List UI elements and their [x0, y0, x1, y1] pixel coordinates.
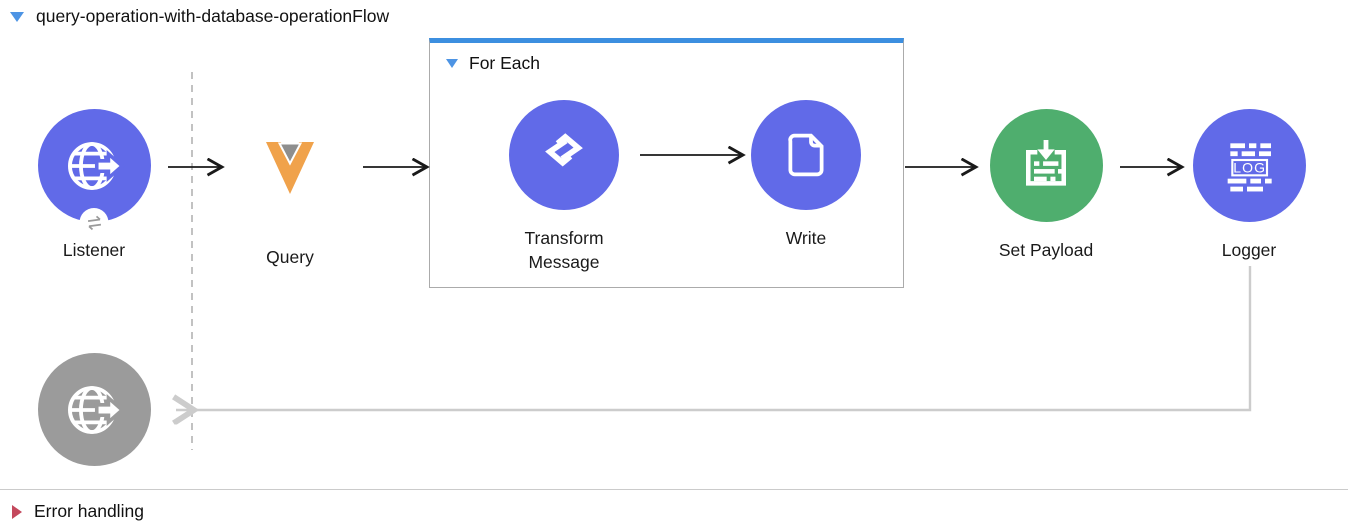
node-label: Set Payload — [998, 240, 1094, 260]
node-error-source[interactable] — [14, 353, 174, 466]
node-label: Transform Message — [524, 228, 604, 272]
transform-circle[interactable] — [509, 100, 619, 210]
flow-header[interactable]: query-operation-with-database-operationF… — [10, 6, 389, 27]
error-handling-label: Error handling — [34, 501, 144, 521]
file-icon — [788, 133, 824, 177]
node-write[interactable]: Write — [726, 100, 886, 250]
dataweave-icon — [545, 133, 583, 167]
triangle-down-icon[interactable] — [446, 59, 458, 68]
foreach-header[interactable]: For Each — [446, 53, 540, 74]
node-query[interactable]: Query — [210, 141, 370, 269]
sync-arrows-icon — [87, 215, 101, 230]
globe-arrow-icon — [68, 141, 125, 190]
error-source-circle[interactable] — [37, 353, 151, 466]
node-label: Write — [785, 228, 827, 248]
globe-arrow-icon — [68, 385, 125, 434]
write-circle[interactable] — [751, 100, 861, 210]
node-logger[interactable]: LOG Logger — [1169, 109, 1329, 262]
foreach-title: For Each — [469, 53, 540, 73]
sync-badge — [79, 208, 109, 237]
node-set-payload[interactable]: Set Payload — [966, 109, 1126, 262]
triangle-down-icon[interactable] — [10, 11, 24, 22]
set-payload-circle[interactable] — [989, 109, 1103, 222]
section-divider — [0, 489, 1348, 490]
error-handling-header[interactable]: Error handling — [12, 501, 144, 522]
set-payload-icon — [1026, 139, 1066, 186]
logger-icon-text: LOG — [1233, 159, 1266, 175]
node-listener[interactable]: Listener — [14, 109, 174, 262]
veeva-v-icon — [266, 142, 314, 194]
logger-icon: LOG — [1227, 142, 1272, 191]
triangle-right-icon[interactable] — [12, 504, 22, 519]
listener-circle[interactable] — [37, 109, 151, 237]
node-transform-message[interactable]: Transform Message — [484, 100, 644, 274]
flow-title: query-operation-with-database-operationF… — [36, 6, 390, 26]
node-label: Listener — [62, 240, 126, 260]
node-label: Logger — [1221, 240, 1277, 260]
logger-circle[interactable]: LOG — [1192, 109, 1306, 222]
node-label: Query — [266, 247, 314, 267]
response-return-line — [176, 266, 1252, 410]
